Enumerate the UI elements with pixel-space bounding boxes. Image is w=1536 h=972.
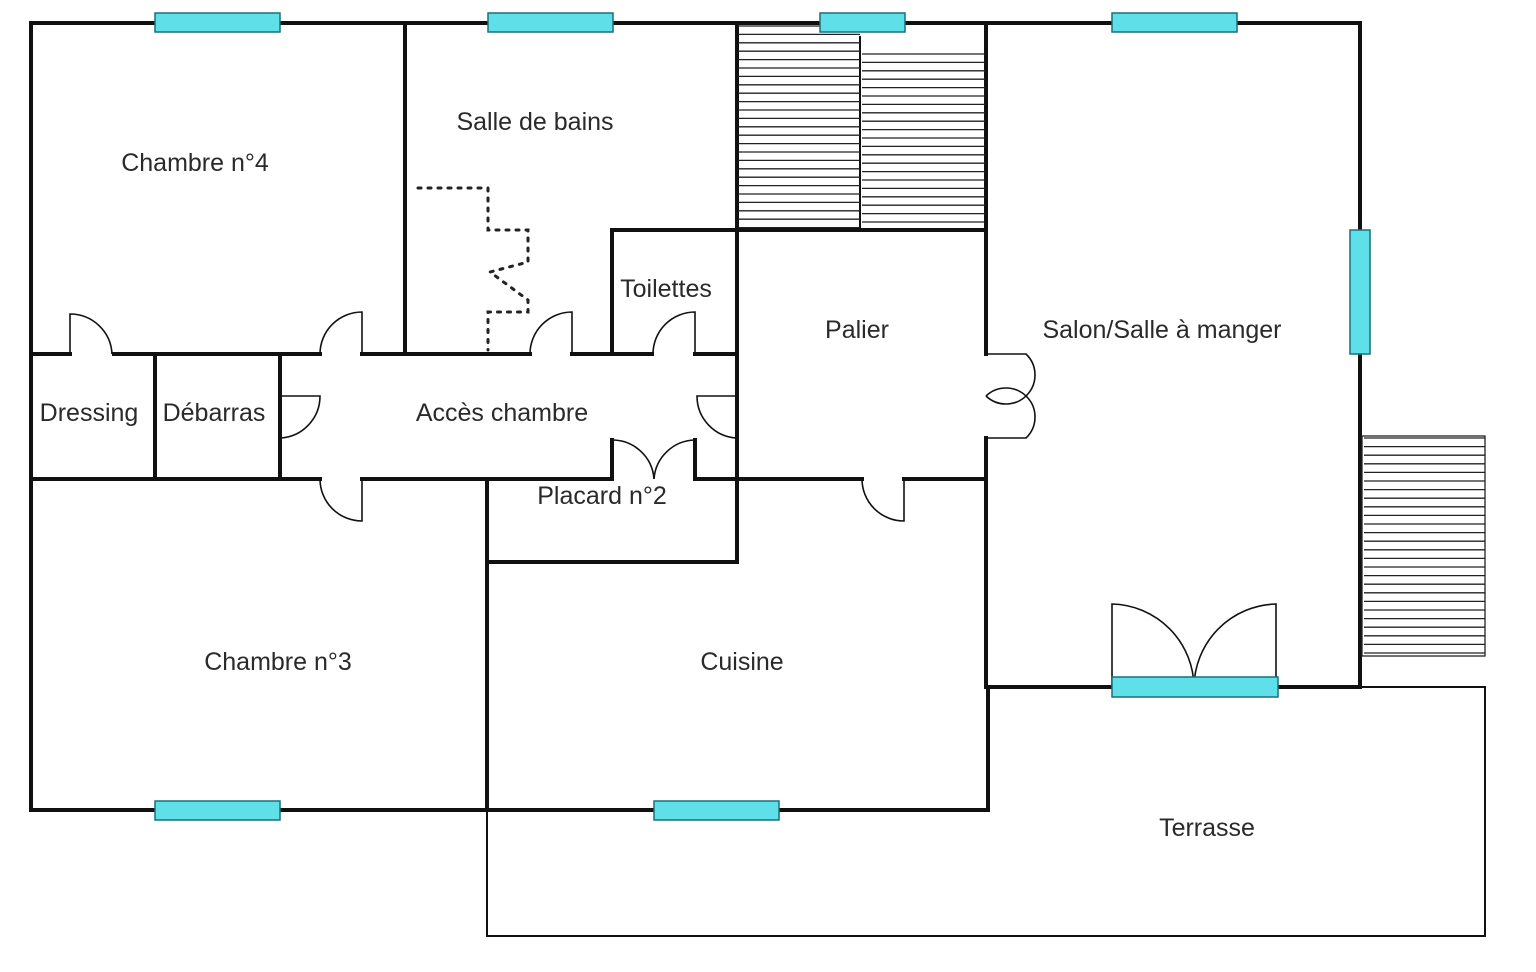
shower-outline	[416, 186, 530, 352]
interior-walls	[29, 21, 988, 812]
room-label-placard-2: Placard n°2	[537, 482, 667, 510]
room-label-chambre-3: Chambre n°3	[204, 648, 352, 676]
window	[1111, 676, 1279, 698]
room-label-terrasse: Terrasse	[1159, 814, 1255, 842]
room-label-salle-de-bains: Salle de bains	[456, 108, 613, 136]
room-label-toilettes: Toilettes	[620, 275, 712, 303]
room-label-cuisine: Cuisine	[700, 648, 783, 676]
windows	[154, 12, 1371, 821]
window	[653, 800, 780, 821]
room-labels: Chambre n°4 Salle de bains Toilettes Pal…	[40, 108, 1282, 842]
room-label-dressing: Dressing	[40, 399, 139, 427]
window	[487, 12, 614, 33]
staircases	[738, 25, 1486, 657]
terrace-stair-outline	[1361, 435, 1486, 657]
room-label-palier: Palier	[825, 316, 889, 344]
window	[154, 12, 281, 33]
window	[1349, 229, 1371, 355]
doors	[69, 311, 1277, 688]
room-label-chambre-4: Chambre n°4	[121, 149, 269, 177]
room-label-debarras: Débarras	[163, 399, 266, 427]
room-label-acces-chambre: Accès chambre	[416, 399, 588, 427]
room-label-salon: Salon/Salle à manger	[1042, 316, 1281, 344]
window	[819, 12, 906, 33]
window	[1111, 12, 1238, 33]
window	[154, 800, 281, 821]
